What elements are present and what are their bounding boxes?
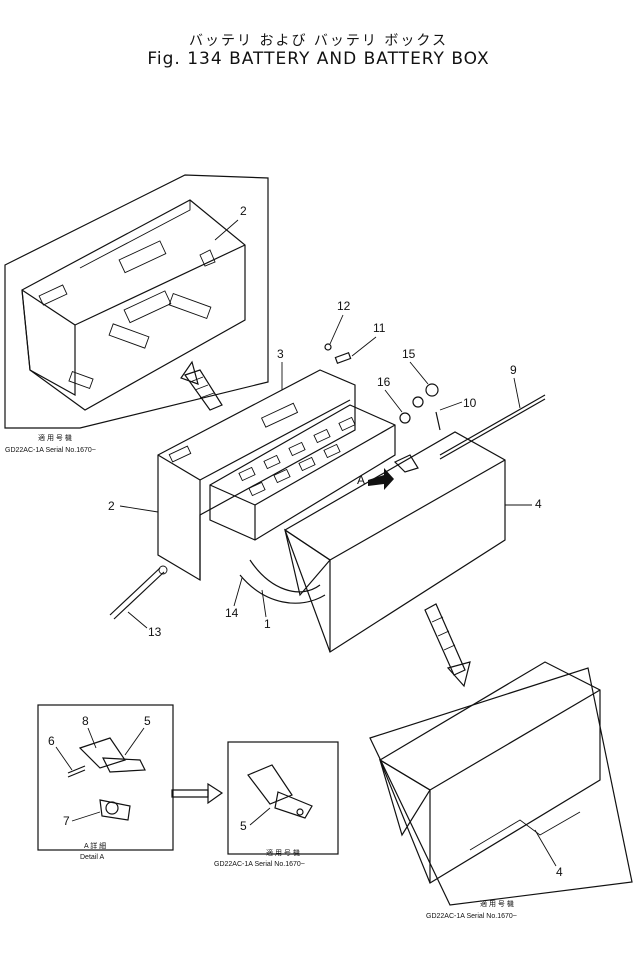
detail-a-inset xyxy=(37,704,174,851)
cover-inset xyxy=(369,661,633,906)
callout-8: 8 xyxy=(82,714,89,728)
callout-5-detail: 5 xyxy=(144,714,151,728)
figure-title: Fig. 134 BATTERY AND BATTERY BOX xyxy=(147,49,490,69)
callout-9: 9 xyxy=(510,363,517,377)
callout-4-main: 4 xyxy=(535,497,542,511)
latch-inset xyxy=(227,741,339,855)
hatched-arrow-right xyxy=(171,782,224,805)
callout-15: 15 xyxy=(402,347,416,361)
box2-serial-note: GD22AC-1A Serial No.1670~ xyxy=(5,447,96,454)
callout-12: 12 xyxy=(337,299,351,313)
latch-applicability-jp: 適 用 号 機 xyxy=(266,848,300,857)
cover-applicability-jp: 適 用 号 機 xyxy=(480,899,514,908)
callout-14: 14 xyxy=(225,606,239,620)
callout-2-inset: 2 xyxy=(240,204,247,218)
callout-11: 11 xyxy=(373,321,386,335)
callout-4-inset: 4 xyxy=(556,865,563,879)
detail-a-marker: A xyxy=(357,473,365,487)
callout-6: 6 xyxy=(48,734,55,748)
detail-a-jp: A 詳 細 xyxy=(84,841,106,850)
callout-10: 10 xyxy=(463,396,477,410)
detail-a-label: Detail A xyxy=(80,854,104,861)
callout-5-latch: 5 xyxy=(240,819,247,833)
latch-serial-note: GD22AC-1A Serial No.1670~ xyxy=(214,861,305,868)
callout-16: 16 xyxy=(377,375,391,389)
hatched-arrow-upper xyxy=(180,360,223,411)
callout-1: 1 xyxy=(264,617,271,631)
main-battery-box-assembly xyxy=(109,343,546,653)
callout-13: 13 xyxy=(148,625,162,639)
callout-7: 7 xyxy=(63,814,70,828)
hatched-arrow-lower xyxy=(424,603,471,688)
callout-3: 3 xyxy=(277,347,284,361)
box2-applicability-jp: 適 用 号 機 xyxy=(38,433,72,442)
title-japanese: バッテリ および バッテリ ボックス xyxy=(189,33,448,49)
inset-battery-box xyxy=(4,174,269,429)
cover-serial-note: GD22AC-1A Serial No.1670~ xyxy=(426,913,517,920)
callout-2-main: 2 xyxy=(108,499,115,513)
